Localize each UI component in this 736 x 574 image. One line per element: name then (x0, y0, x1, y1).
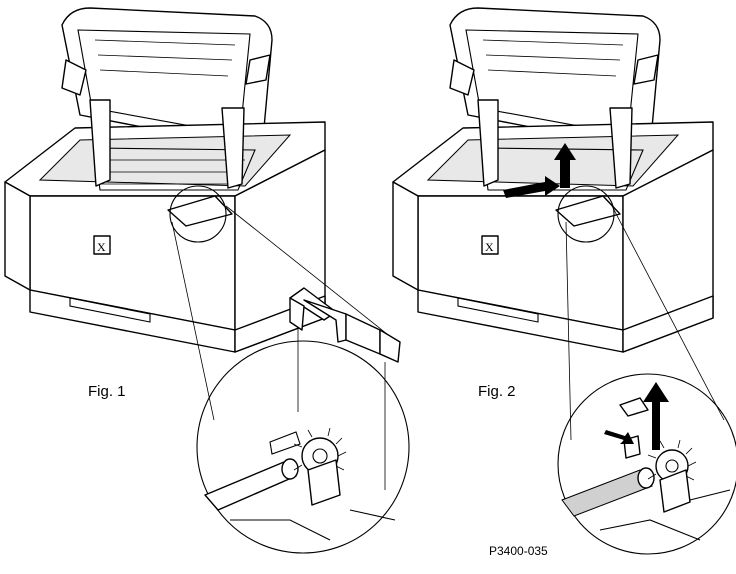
svg-text:X: X (97, 240, 106, 254)
svg-text:X: X (485, 240, 494, 254)
figure-2-label: Fig. 2 (478, 383, 516, 400)
printer-figure-2: X (392, 7, 714, 353)
printer-figure-1: X (4, 7, 326, 353)
part-code-label: P3400-035 (489, 544, 548, 558)
zoom-detail-figure-2 (557, 373, 736, 555)
zoom-detail-figure-1 (196, 287, 410, 554)
figure-1-label: Fig. 1 (88, 383, 126, 400)
